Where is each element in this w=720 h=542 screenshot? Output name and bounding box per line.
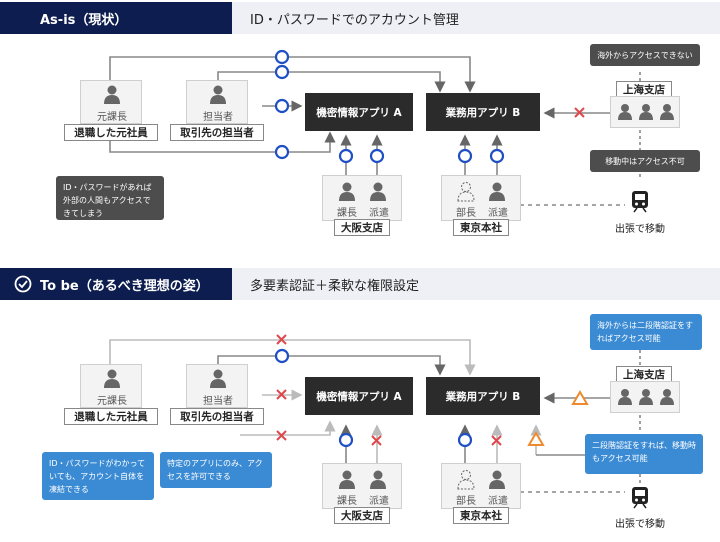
ok-mark xyxy=(489,148,505,164)
note-app-permission: 特定のアプリにのみ、アクセスを許可できる xyxy=(160,452,272,488)
person-icon xyxy=(339,182,355,201)
note-moving-2fa: 二段階認証をすれば、移動時もアクセス可能 xyxy=(585,434,703,474)
tokyo-role-1: 部長 xyxy=(456,208,476,219)
partner-role: 担当者 xyxy=(203,396,233,407)
ng-mark xyxy=(276,334,502,446)
tobe-title: 多要素認証＋柔軟な権限設定 xyxy=(250,278,420,294)
asis-title: ID・パスワードでのアカウント管理 xyxy=(250,12,459,28)
partner-label: 取引先の担当者 xyxy=(170,124,264,141)
ok-mark xyxy=(274,64,290,80)
tobe-tag-label: To be（あるべき理想の姿） xyxy=(40,278,209,294)
person-dashed-icon xyxy=(457,182,475,202)
app-a: 機密情報アプリ A xyxy=(305,93,413,131)
person-icon xyxy=(339,470,355,489)
osaka-label: 大阪支店 xyxy=(334,219,390,236)
former-employee-box: 元課長 xyxy=(80,364,142,408)
person-icon xyxy=(370,470,386,489)
ok-mark xyxy=(274,98,290,114)
ok-mark xyxy=(338,432,354,448)
person-icon xyxy=(104,369,120,388)
note-overseas: 海外からアクセスできない xyxy=(590,44,700,66)
person-icon xyxy=(489,470,505,489)
osaka-box: 課長 派遣 xyxy=(322,175,402,221)
former-label: 退職した元社員 xyxy=(64,408,158,425)
check-circle-icon xyxy=(14,275,32,293)
person-icon xyxy=(210,85,226,104)
travel-label: 出張で移動 xyxy=(615,519,665,530)
ok-mark xyxy=(274,144,290,160)
note-overseas-2fa: 海外からは二段階認証をすればアクセス可能 xyxy=(590,314,702,350)
person-icon xyxy=(370,182,386,201)
partner-role: 担当者 xyxy=(203,112,233,123)
app-b: 業務用アプリ B xyxy=(426,93,540,131)
former-role: 元課長 xyxy=(97,396,127,407)
tokyo-role-2: 派遣 xyxy=(488,496,508,507)
tobe-tag: To be（あるべき理想の姿） xyxy=(0,268,232,300)
ok-mark xyxy=(274,348,290,364)
osaka-label: 大阪支店 xyxy=(334,507,390,524)
warn-mark xyxy=(527,390,589,446)
note-outsider-access: ID・パスワードがあれば外部の人間もアクセスできてしまう xyxy=(56,176,164,220)
shanghai-box xyxy=(610,96,680,128)
app-b: 業務用アプリ B xyxy=(426,377,540,415)
train-icon xyxy=(632,487,648,509)
person-icon xyxy=(660,104,674,120)
ok-mark xyxy=(338,148,354,164)
asis-header: As-is（現状） ID・パスワードでのアカウント管理 xyxy=(0,2,720,34)
osaka-role-1: 課長 xyxy=(337,208,357,219)
ok-mark xyxy=(457,148,473,164)
note-moving: 移動中はアクセス不可 xyxy=(590,150,700,172)
person-icon xyxy=(639,389,653,405)
osaka-role-1: 課長 xyxy=(337,496,357,507)
note-freeze-account: ID・パスワードがわかっていても、アカウント自体を凍結できる xyxy=(42,452,154,500)
person-icon xyxy=(210,369,226,388)
partner-box: 担当者 xyxy=(186,364,248,408)
ok-mark xyxy=(274,49,290,65)
person-icon xyxy=(639,104,653,120)
person-icon xyxy=(489,182,505,201)
ok-mark xyxy=(369,148,385,164)
tokyo-label: 東京本社 xyxy=(453,507,509,524)
person-icon xyxy=(104,85,120,104)
tokyo-box: 部長 派遣 xyxy=(441,175,521,221)
train-icon xyxy=(632,191,648,213)
former-label: 退職した元社員 xyxy=(64,124,158,141)
ok-mark xyxy=(457,432,473,448)
partner-box: 担当者 xyxy=(186,80,248,124)
osaka-box: 課長 派遣 xyxy=(322,463,402,509)
ng-mark xyxy=(574,107,585,118)
person-dashed-icon xyxy=(457,470,475,490)
shanghai-box xyxy=(610,381,680,413)
osaka-role-2: 派遣 xyxy=(369,208,389,219)
person-icon xyxy=(618,389,632,405)
tokyo-box: 部長 派遣 xyxy=(441,463,521,509)
tokyo-role-2: 派遣 xyxy=(488,208,508,219)
partner-label: 取引先の担当者 xyxy=(170,408,264,425)
shanghai-label: 上海支店 xyxy=(616,81,672,98)
former-employee-box: 元課長 xyxy=(80,80,142,124)
person-icon xyxy=(618,104,632,120)
travel-label: 出張で移動 xyxy=(615,224,665,235)
tokyo-label: 東京本社 xyxy=(453,219,509,236)
osaka-role-2: 派遣 xyxy=(369,496,389,507)
asis-tag-label: As-is（現状） xyxy=(40,12,128,28)
former-role: 元課長 xyxy=(97,112,127,123)
person-icon xyxy=(660,389,674,405)
tokyo-role-1: 部長 xyxy=(456,496,476,507)
tobe-header: To be（あるべき理想の姿） 多要素認証＋柔軟な権限設定 xyxy=(0,268,720,300)
asis-tag: As-is（現状） xyxy=(0,2,232,34)
app-a: 機密情報アプリ A xyxy=(305,377,413,415)
